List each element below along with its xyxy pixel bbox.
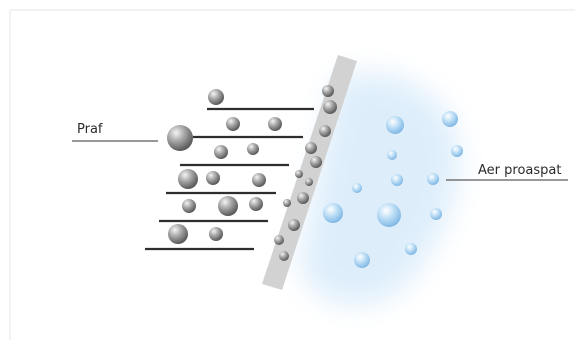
trapped-particle	[322, 85, 334, 97]
trapped-particle	[319, 125, 331, 137]
air-bubble	[323, 203, 343, 223]
trapped-particle	[310, 156, 322, 168]
air-bubble	[387, 150, 397, 160]
air-bubble	[451, 145, 463, 157]
air-bubble	[427, 173, 439, 185]
air-bubble	[442, 111, 458, 127]
dust-particle	[182, 199, 196, 213]
dust-particle	[214, 145, 228, 159]
dust-particle	[252, 173, 266, 187]
trapped-particle	[297, 192, 309, 204]
dust-label: Praf	[77, 122, 103, 137]
air-bubble	[405, 243, 417, 255]
dust-particle	[206, 171, 220, 185]
dust-particle	[247, 143, 259, 155]
dust-particle	[178, 169, 198, 189]
dust-particle	[218, 196, 238, 216]
air-bubble	[430, 208, 442, 220]
air-bubble	[352, 183, 362, 193]
dust-particle	[209, 227, 223, 241]
air-bubble	[377, 203, 401, 227]
trapped-particle	[305, 178, 313, 186]
dust-particle	[249, 197, 263, 211]
fresh-air-label: Aer proaspat	[478, 163, 561, 178]
dust-particle	[226, 117, 240, 131]
air-bubble	[386, 116, 404, 134]
air-bubble	[354, 252, 370, 268]
dust-particle	[167, 125, 193, 151]
dust-particle	[268, 117, 282, 131]
trapped-particle	[274, 235, 284, 245]
trapped-particle	[283, 199, 291, 207]
dust-particle	[208, 89, 224, 105]
air-bubble	[391, 174, 403, 186]
trapped-particle	[279, 251, 289, 261]
trapped-particle	[288, 219, 300, 231]
trapped-particle	[305, 142, 317, 154]
dust-particle	[168, 224, 188, 244]
trapped-particle	[323, 100, 337, 114]
trapped-particle	[295, 170, 303, 178]
